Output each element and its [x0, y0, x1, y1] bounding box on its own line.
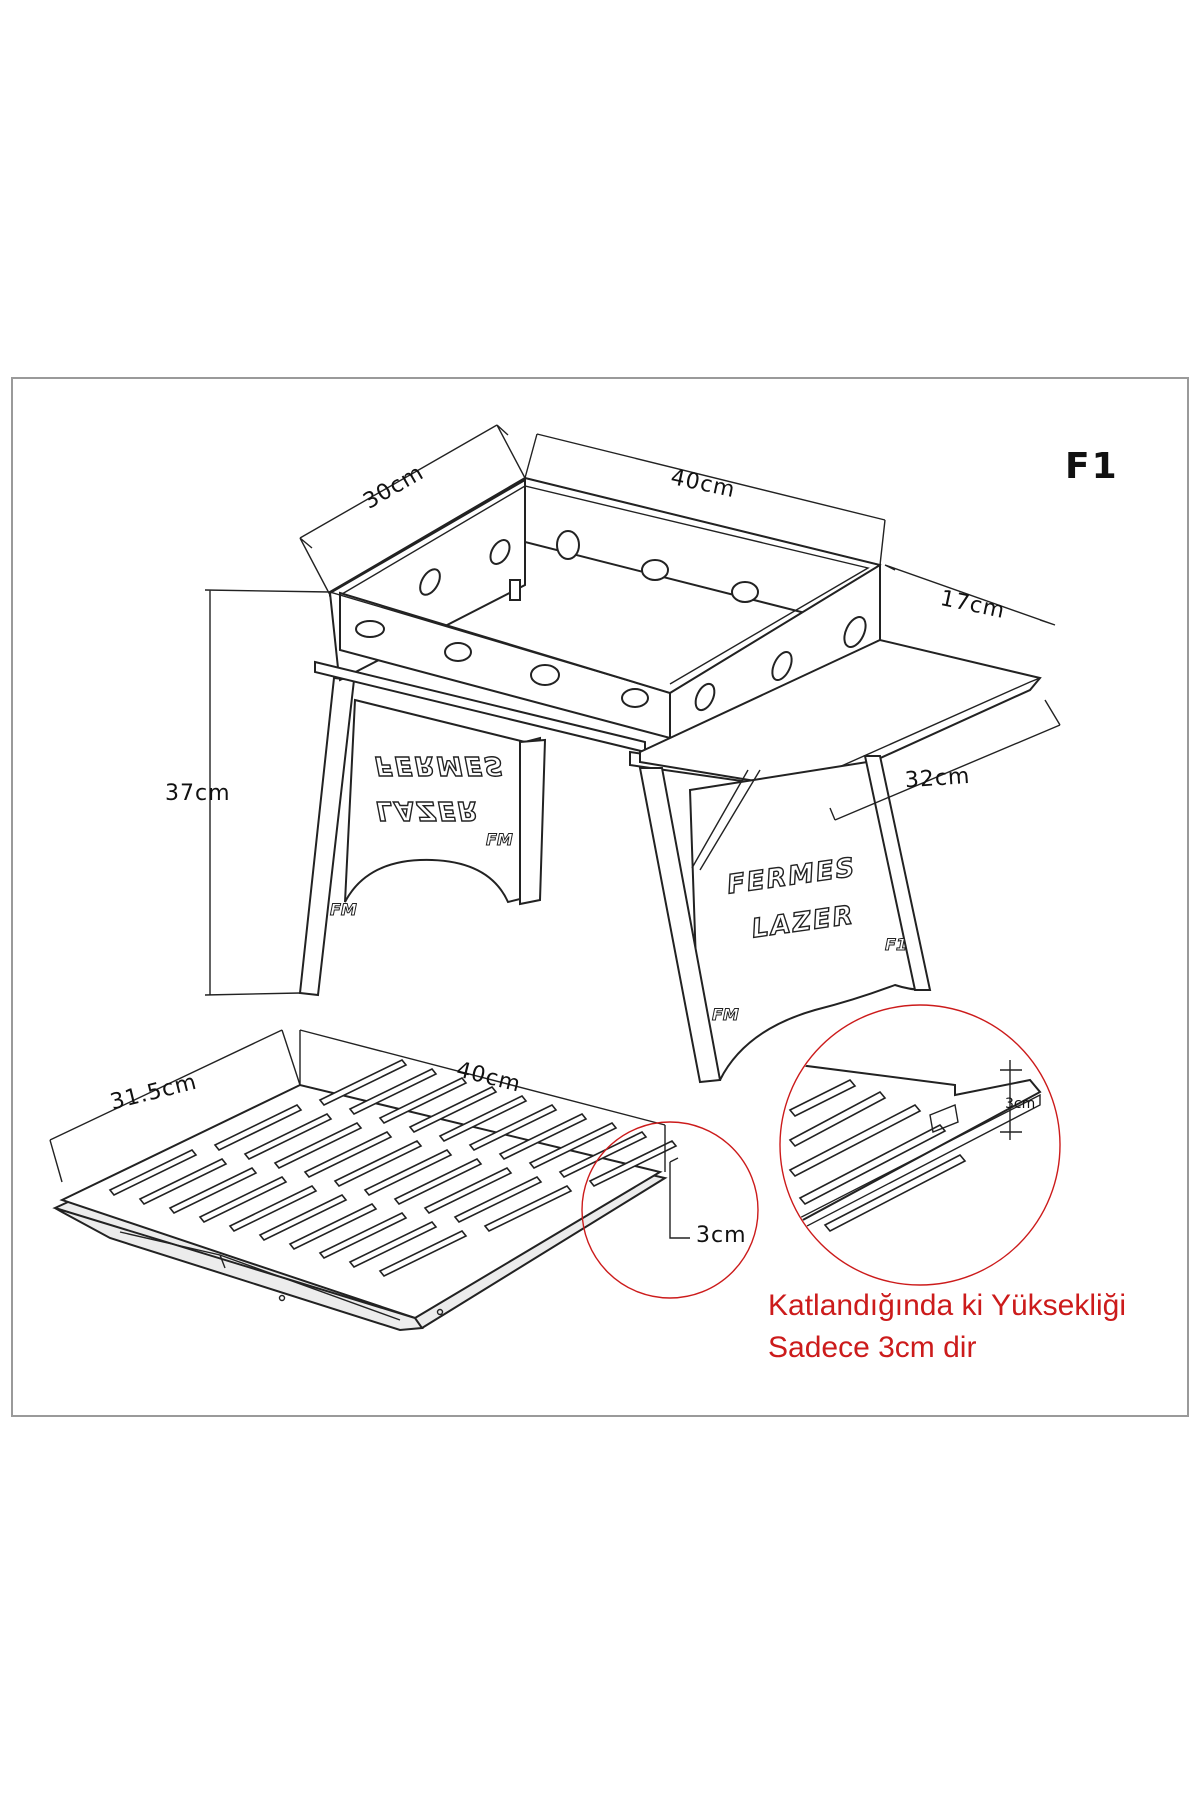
dim-folded-depth: 31.5cm — [108, 1070, 200, 1116]
leg-back-logo: FM — [486, 830, 513, 849]
leg-rear-strut — [519, 738, 547, 906]
grill-slot — [318, 1212, 408, 1259]
grill-slot — [303, 1131, 393, 1178]
grill-slot — [333, 1140, 423, 1187]
grill-slot — [558, 1131, 648, 1178]
air-hole — [444, 642, 472, 662]
detail-view: 3cm — [779, 1004, 1061, 1286]
diagram-frame — [11, 377, 1189, 1417]
grill-slot — [528, 1122, 618, 1169]
grill-slot — [213, 1104, 303, 1151]
grill-slot — [363, 1149, 453, 1196]
air-hole — [843, 616, 867, 648]
leg-right-rear — [863, 755, 932, 991]
folded-grill-rail — [119, 1231, 401, 1321]
dim-line-width — [524, 433, 886, 566]
dim-line-folded-depth — [49, 1029, 301, 1183]
grill-slot — [243, 1113, 333, 1160]
folded-grill: 31.5cm 40cm 3cm — [49, 1029, 759, 1332]
grill-slot — [348, 1221, 438, 1268]
side-shelf — [639, 638, 1042, 792]
grill-inner-rim — [341, 485, 870, 685]
grill-slot — [258, 1194, 348, 1241]
dim-detail-height: 3cm — [1005, 1096, 1035, 1112]
grill-slot — [198, 1176, 288, 1223]
note-line2: Sadece 3cm dir — [768, 1331, 976, 1364]
air-hole — [771, 650, 793, 682]
air-hole — [641, 559, 669, 581]
air-hole — [621, 688, 649, 708]
dim-line-detail-height — [1000, 1060, 1022, 1140]
dim-line-height — [204, 589, 331, 996]
side-shelf-lip — [809, 677, 1041, 781]
note-line1: Katlandığında ki Yüksekliği — [768, 1289, 1126, 1322]
detail-slot — [788, 1079, 857, 1117]
dim-shelf-width: 32cm — [904, 764, 971, 794]
detail-slot — [823, 1153, 967, 1233]
detail-callout-large — [779, 1004, 1061, 1286]
grill-slot — [138, 1158, 228, 1205]
grill-slot — [408, 1086, 498, 1133]
folded-rivet — [278, 1294, 286, 1302]
leg-back-brand-line2: LAZER — [376, 795, 479, 825]
air-hole — [731, 581, 759, 603]
air-hole — [694, 682, 716, 712]
grill-slot — [423, 1167, 513, 1214]
dim-line-folded-width — [299, 1029, 666, 1172]
grill-slot — [498, 1113, 588, 1160]
detail-slot — [788, 1090, 887, 1148]
hinge-bracket — [509, 579, 521, 601]
dim-grill-depth: 30cm — [359, 460, 428, 514]
air-hole — [556, 530, 580, 560]
leg-back-brand-line1: FERMES — [375, 750, 505, 780]
model-label: F1 — [1065, 446, 1119, 487]
leg-front-right-strut — [638, 767, 722, 1084]
grill-slot — [588, 1140, 678, 1187]
detail-edge — [781, 1093, 1041, 1241]
leg-front-right — [688, 758, 927, 1081]
air-hole — [419, 568, 441, 596]
grill-slot — [378, 1077, 468, 1124]
grill-slot — [288, 1203, 378, 1250]
shelf-brace — [691, 769, 761, 871]
folded-rivet — [436, 1308, 444, 1316]
folded-grill-slots — [108, 1059, 678, 1277]
leg-front-left — [298, 676, 356, 997]
air-hole — [355, 620, 385, 638]
dim-line-folded-height — [669, 1157, 690, 1239]
detail-hinge — [929, 1104, 959, 1133]
dim-line-shelf-width — [829, 699, 1061, 821]
grill-slot — [453, 1176, 543, 1223]
dim-shelf-depth: 17cm — [938, 586, 1007, 624]
grill-slot — [168, 1167, 258, 1214]
air-hole — [530, 664, 560, 686]
air-hole — [489, 539, 511, 565]
dim-folded-height: 3cm — [696, 1223, 747, 1248]
leg-back-logo-small: FM — [330, 900, 357, 919]
grill-slot — [318, 1059, 408, 1106]
detail-slot — [798, 1123, 947, 1206]
dim-line-depth — [299, 424, 526, 596]
leg-back-left — [344, 698, 542, 904]
leg-front-logo: FM — [712, 1005, 739, 1024]
grill-slot — [348, 1068, 438, 1115]
grill-slot — [273, 1122, 363, 1169]
detail-callout-small — [581, 1121, 759, 1299]
grill-slot — [108, 1149, 198, 1196]
dim-line-shelf-depth — [884, 564, 1056, 626]
dim-grill-width: 40cm — [668, 465, 737, 503]
grill-assembly: FERMES LAZER FM FM — [165, 424, 1061, 1084]
grill-slot — [468, 1104, 558, 1151]
grill-slot — [438, 1095, 528, 1142]
dim-height: 37cm — [165, 781, 231, 806]
folded-grill-top — [59, 1083, 663, 1320]
leg-front-model-mark: F1 — [885, 935, 907, 954]
detail-slot — [788, 1103, 922, 1178]
grill-slot — [378, 1230, 468, 1277]
grill-slot — [483, 1185, 573, 1232]
grill-slot — [393, 1158, 483, 1205]
grill-slot — [228, 1185, 318, 1232]
